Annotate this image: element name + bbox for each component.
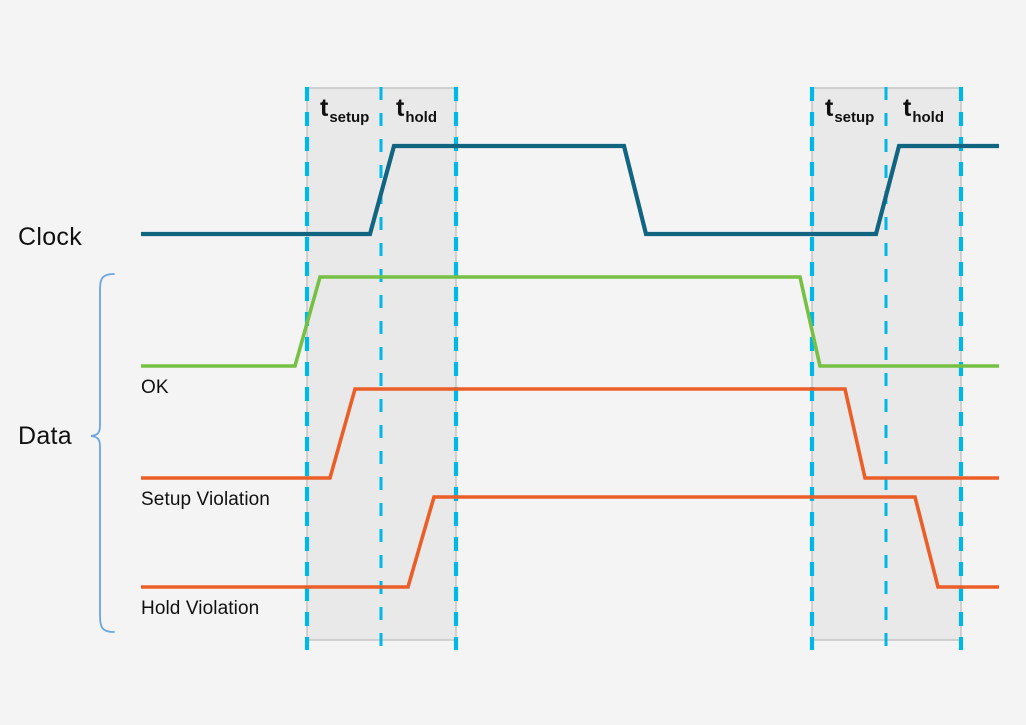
timing-window-2: [809, 87, 964, 650]
data-group-label: Data: [18, 422, 73, 450]
hold-violation-label: Hold Violation: [141, 598, 260, 619]
waveform-ok: [141, 275, 999, 368]
window-1-tsetup-subscript: setup: [329, 109, 370, 126]
timing-windows-layer: [304, 87, 964, 650]
window-2-thold-subscript: hold: [912, 109, 944, 126]
window-2-tsetup-label: tsetup: [825, 94, 874, 126]
window-1-tsetup-base: t: [320, 94, 329, 122]
timing-window-1-shading: [306, 87, 457, 641]
window-1-thold-base: t: [396, 94, 405, 122]
ok-label: OK: [141, 377, 169, 398]
window-2-thold-label: thold: [903, 94, 944, 126]
waveform-hold-violation: [141, 495, 999, 589]
window-1-tsetup-label: tsetup: [320, 94, 369, 126]
waveform-setup-violation: [141, 387, 999, 480]
setup-violation-label: Setup Violation: [141, 489, 270, 510]
data-group-brace-layer: [90, 273, 115, 633]
window-2-thold-base: t: [903, 94, 912, 122]
clock-label: Clock: [18, 223, 83, 251]
timing-window-2-shading: [811, 87, 962, 641]
data-group-brace: [90, 273, 115, 633]
window-1-thold-label: thold: [396, 94, 437, 126]
window-1-thold-subscript: hold: [405, 109, 437, 126]
window-2-tsetup-base: t: [825, 94, 834, 122]
waveforms-layer: [141, 143, 999, 589]
waveform-clock: [141, 143, 999, 237]
timing-window-1: [304, 87, 459, 650]
window-2-tsetup-subscript: setup: [834, 109, 875, 126]
